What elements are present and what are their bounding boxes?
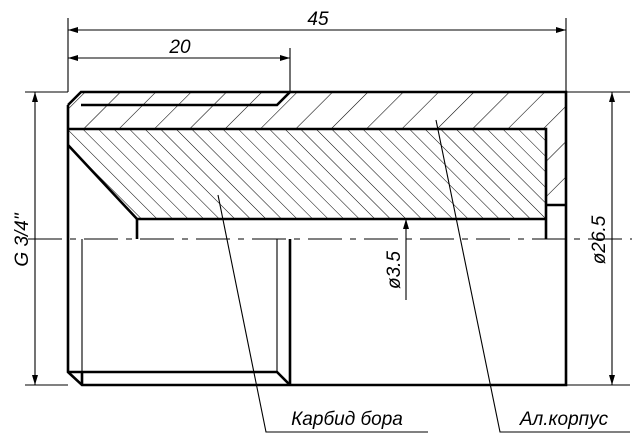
bore-diameter-label: ø3.5 [384,251,405,289]
dimension-outer-diameter: ø26.5 [566,91,630,386]
insert-label: Карбид бора [291,409,403,430]
outer-diameter-label: ø26.5 [589,215,610,264]
dimension-thread-length: 20 [68,37,291,92]
insert-section-hatch [68,129,546,219]
thread-size-label: G 3/4" [12,212,33,266]
dimension-bore-diameter: ø3.5 [384,219,409,300]
housing-section-hatch [68,92,566,205]
dimension-thread-size: G 3/4" [12,91,68,386]
dimension-20-label: 20 [168,37,191,58]
leader-housing: Ал.корпус [435,119,630,433]
dimension-45-label: 45 [307,9,329,30]
dimension-overall-length: 45 [67,9,567,92]
leader-insert: Карбид бора [217,194,428,433]
housing-label: Ал.корпус [519,409,609,430]
